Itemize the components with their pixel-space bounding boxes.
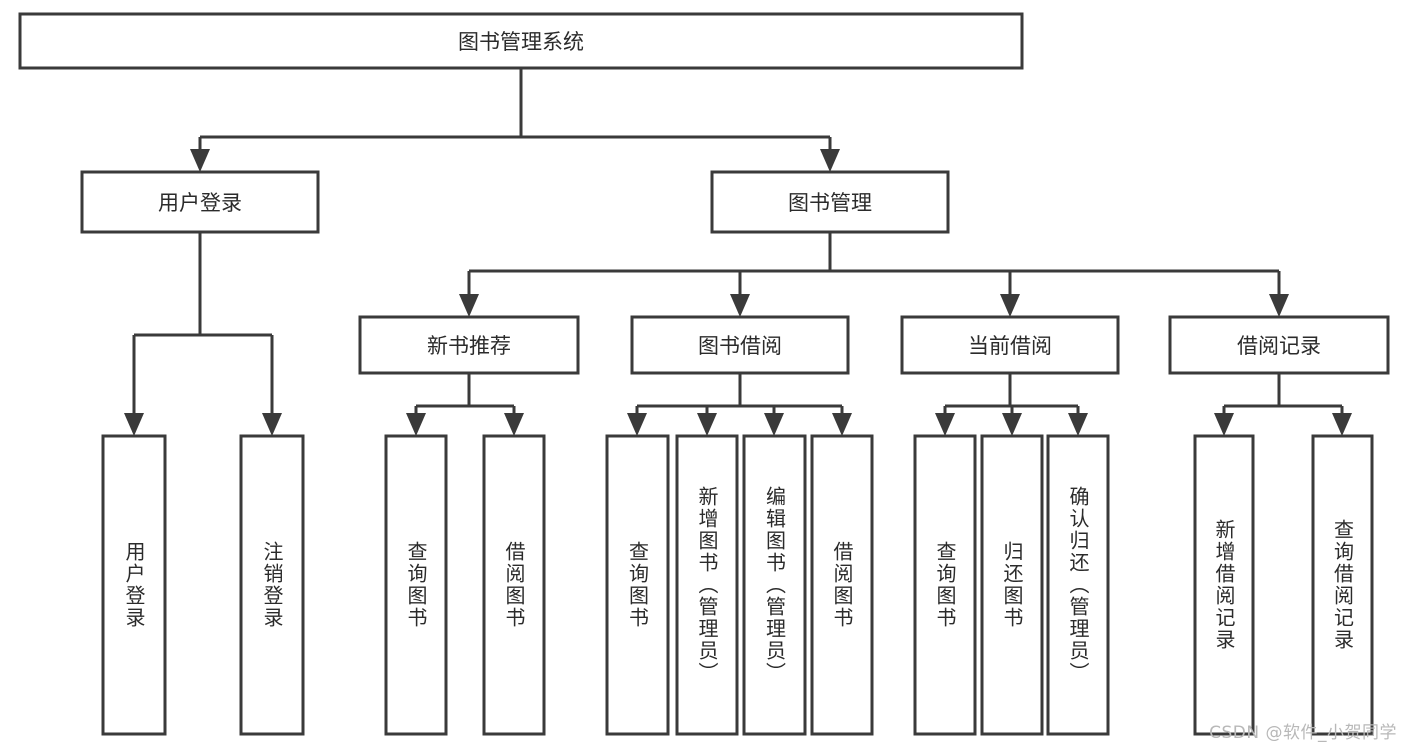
arrow-to-leaf-query-record bbox=[1332, 413, 1352, 436]
arrow-to-new-book-rec bbox=[459, 294, 479, 317]
node-borrow-record[interactable] bbox=[1168, 315, 1390, 375]
connector-layer bbox=[124, 68, 1352, 436]
arrow-to-leaf-add-record bbox=[1214, 413, 1234, 436]
arrow-to-leaf-query-book-3 bbox=[935, 413, 955, 436]
csdn-watermark: CSDN @软件_小贺同学 bbox=[1209, 723, 1397, 743]
leaf-user-logout[interactable] bbox=[239, 434, 305, 736]
arrow-to-user-login bbox=[190, 149, 210, 172]
leaf-query-book-2[interactable] bbox=[605, 434, 670, 736]
leaf-borrow-book-2[interactable] bbox=[810, 434, 874, 736]
leaf-return-book[interactable] bbox=[980, 434, 1044, 736]
node-book-borrow[interactable] bbox=[630, 315, 850, 375]
node-book-management[interactable] bbox=[710, 170, 950, 234]
arrow-to-leaf-user-login bbox=[124, 413, 144, 436]
arrow-to-leaf-add-book bbox=[697, 413, 717, 436]
node-new-book-recommend[interactable] bbox=[358, 315, 580, 375]
connector-newbook-bus bbox=[414, 373, 516, 424]
node-layer bbox=[18, 12, 1390, 736]
leaf-add-book-admin[interactable] bbox=[675, 434, 739, 736]
leaf-query-book-1[interactable] bbox=[384, 434, 448, 736]
arrow-to-leaf-borrow-book-1 bbox=[504, 413, 524, 436]
arrow-to-leaf-return-book bbox=[1002, 413, 1022, 436]
leaf-query-book-3[interactable] bbox=[913, 434, 977, 736]
connector-userlogin-bus bbox=[132, 232, 274, 424]
arrow-to-book-mgmt bbox=[820, 149, 840, 172]
leaf-add-borrow-record[interactable] bbox=[1193, 434, 1255, 736]
leaf-edit-book-admin[interactable] bbox=[742, 434, 807, 736]
connector-bookmgmt-bus bbox=[467, 232, 1281, 305]
connector-root-to-bus bbox=[198, 68, 832, 160]
connector-borrowrecord-bus bbox=[1222, 373, 1344, 424]
arrow-to-leaf-user-logout bbox=[262, 413, 282, 436]
leaf-query-borrow-record[interactable] bbox=[1311, 434, 1374, 736]
leaf-borrow-book-1[interactable] bbox=[482, 434, 546, 736]
arrow-to-leaf-confirm-return bbox=[1068, 413, 1088, 436]
arrow-to-leaf-query-book-1 bbox=[406, 413, 426, 436]
leaf-user-login[interactable] bbox=[101, 434, 167, 736]
node-root-system[interactable] bbox=[18, 12, 1024, 70]
arrow-to-borrow-record bbox=[1269, 294, 1289, 317]
connector-bookborrow-bus bbox=[635, 373, 844, 424]
leaf-confirm-return-admin[interactable] bbox=[1046, 434, 1110, 736]
node-current-borrow[interactable] bbox=[900, 315, 1120, 375]
arrow-to-leaf-edit-book bbox=[764, 413, 784, 436]
arrow-to-current-borrow bbox=[1000, 294, 1020, 317]
arrow-to-leaf-borrow-book-2 bbox=[832, 413, 852, 436]
node-user-login[interactable] bbox=[80, 170, 320, 234]
arrow-to-book-borrow bbox=[730, 294, 750, 317]
arrow-to-leaf-query-book-2 bbox=[627, 413, 647, 436]
